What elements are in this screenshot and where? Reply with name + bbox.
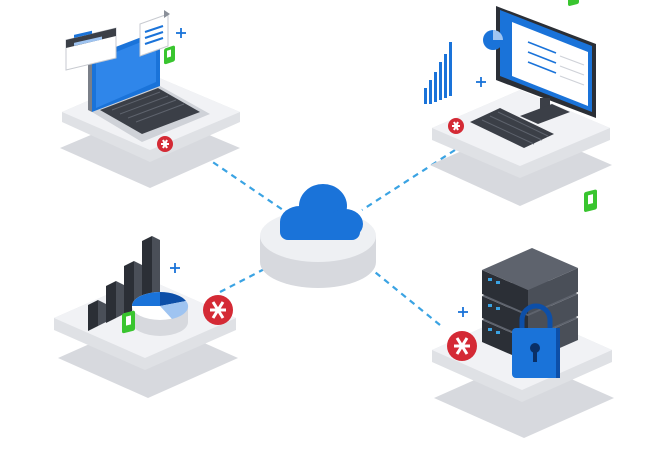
document-icon [139,13,169,57]
keyboard-icon [470,108,554,148]
cursor-icon [164,10,170,18]
plus-icon [176,28,186,38]
plus-icon [170,263,180,273]
plus-icon [458,307,468,317]
analytics-charts-icon [88,236,189,336]
padlock-icon [512,303,560,378]
security-alert-icon [448,118,464,134]
shield-badge-icon [568,0,579,6]
security-alert-icon [447,331,477,361]
analytics-node [54,236,238,398]
connector-desktop [361,149,456,211]
security-alert-icon [203,295,233,325]
server-unit [482,248,578,314]
desktop-monitor-icon [483,6,596,124]
cloud-icon [280,184,363,240]
shield-badge-icon [164,45,175,65]
connector-laptop [194,149,284,211]
browser-window-icon [65,27,117,71]
laptop-node [60,10,240,188]
security-alert-icon [157,136,173,152]
plus-icon [476,77,486,87]
server-node [432,189,614,438]
connector-server [369,267,441,326]
cloud-hub [260,184,376,288]
desktop-node [424,0,612,206]
shield-badge-icon [584,189,597,212]
bar-chart-icon [424,42,452,104]
connectors [194,149,456,326]
shield-badge-icon [122,310,135,334]
server-rack-lock-icon [482,248,578,378]
